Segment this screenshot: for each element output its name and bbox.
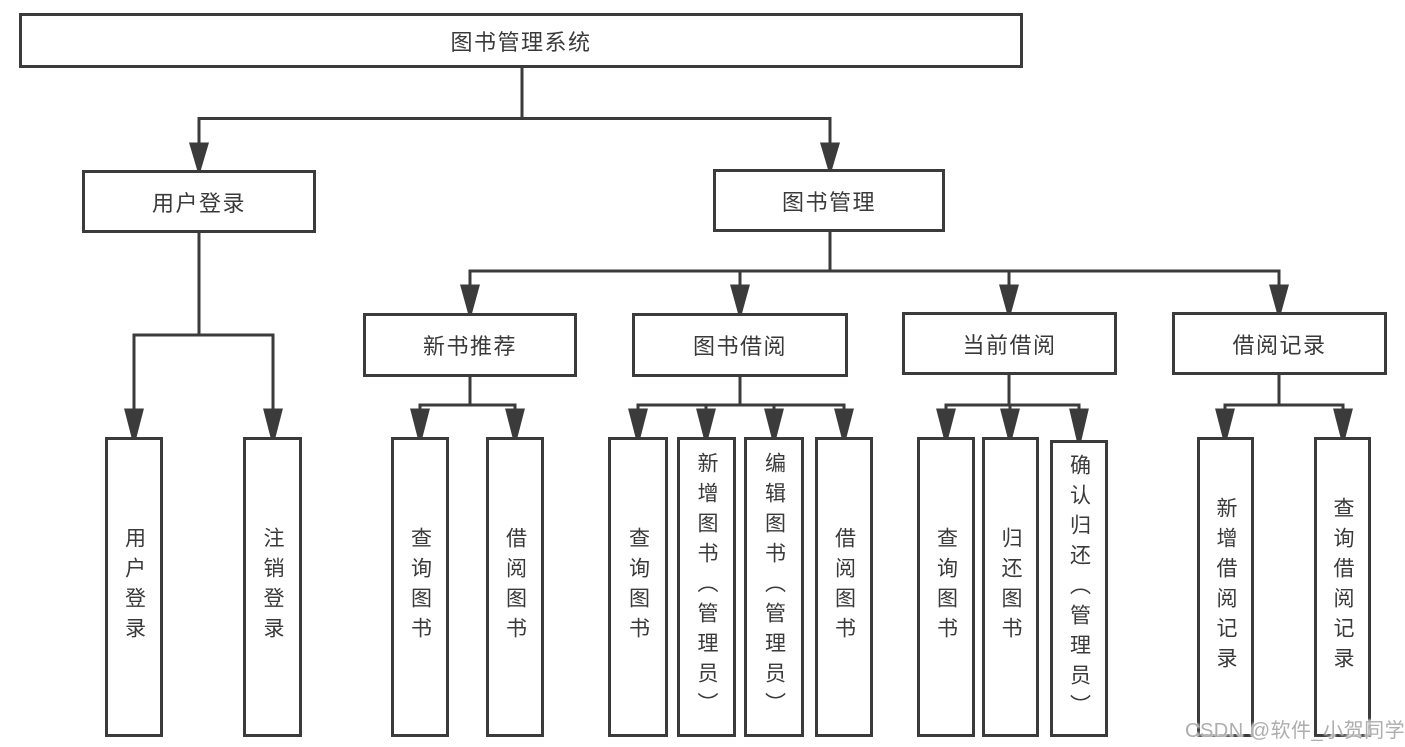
node-label: 新增图书（管理员） xyxy=(695,452,718,722)
leaf-add-books-admin: 新增图书（管理员） xyxy=(677,437,736,737)
node-label: 图书管理系统 xyxy=(450,29,592,55)
node-book-management: 图书管理 xyxy=(713,169,945,232)
leaf-logout: 注销登录 xyxy=(243,437,302,737)
node-label: 图书借阅 xyxy=(692,334,787,359)
node-new-book-recommendation: 新书推荐 xyxy=(363,313,577,377)
arrowhead-user-login xyxy=(188,142,210,177)
node-book-borrowing: 图书借阅 xyxy=(632,313,848,377)
leaf-query-books-current: 查询图书 xyxy=(917,437,975,737)
leaf-edit-books-admin: 编辑图书（管理员） xyxy=(744,437,804,737)
node-label: 新书推荐 xyxy=(422,334,517,359)
node-label: 查询图书 xyxy=(934,527,958,647)
node-label: 用户登录 xyxy=(151,190,246,216)
node-label: 新增借阅记录 xyxy=(1214,497,1237,677)
node-borrow-records: 借阅记录 xyxy=(1172,312,1387,375)
leaf-borrow-books-recommend: 借阅图书 xyxy=(486,437,544,737)
leaf-return-books: 归还图书 xyxy=(982,437,1039,737)
node-label: 注销登录 xyxy=(261,527,284,647)
node-label: 图书管理 xyxy=(781,189,876,215)
node-label: 归还图书 xyxy=(999,527,1022,647)
node-label: 用户登录 xyxy=(122,527,146,647)
node-label: 编辑图书（管理员） xyxy=(762,452,786,722)
node-label: 查询图书 xyxy=(626,527,650,647)
csdn-watermark: CSDN @软件_小贺同学 xyxy=(1185,720,1405,742)
leaf-query-borrow-record: 查询借阅记录 xyxy=(1314,437,1371,737)
leaf-add-borrow-record: 新增借阅记录 xyxy=(1197,437,1254,737)
node-label: 查询图书 xyxy=(408,527,432,647)
node-label: 当前借阅 xyxy=(962,332,1057,358)
leaf-query-books-borrowing: 查询图书 xyxy=(608,437,668,737)
node-label: 借阅记录 xyxy=(1232,332,1327,358)
node-current-borrowing: 当前借阅 xyxy=(902,312,1117,375)
node-label: 确认归还（管理员） xyxy=(1067,453,1091,724)
node-user-login: 用户登录 xyxy=(82,170,316,233)
node-label: 借阅图书 xyxy=(503,527,527,647)
node-label: 查询借阅记录 xyxy=(1331,497,1354,677)
arrowhead-book-management xyxy=(819,142,841,177)
node-label: 借阅图书 xyxy=(832,527,856,647)
leaf-query-books-recommend: 查询图书 xyxy=(391,437,449,737)
leaf-borrow-books: 借阅图书 xyxy=(815,437,873,737)
node-library-management-system: 图书管理系统 xyxy=(19,13,1023,68)
leaf-confirm-return-admin: 确认归还（管理员） xyxy=(1050,440,1108,737)
leaf-user-login: 用户登录 xyxy=(105,437,163,737)
